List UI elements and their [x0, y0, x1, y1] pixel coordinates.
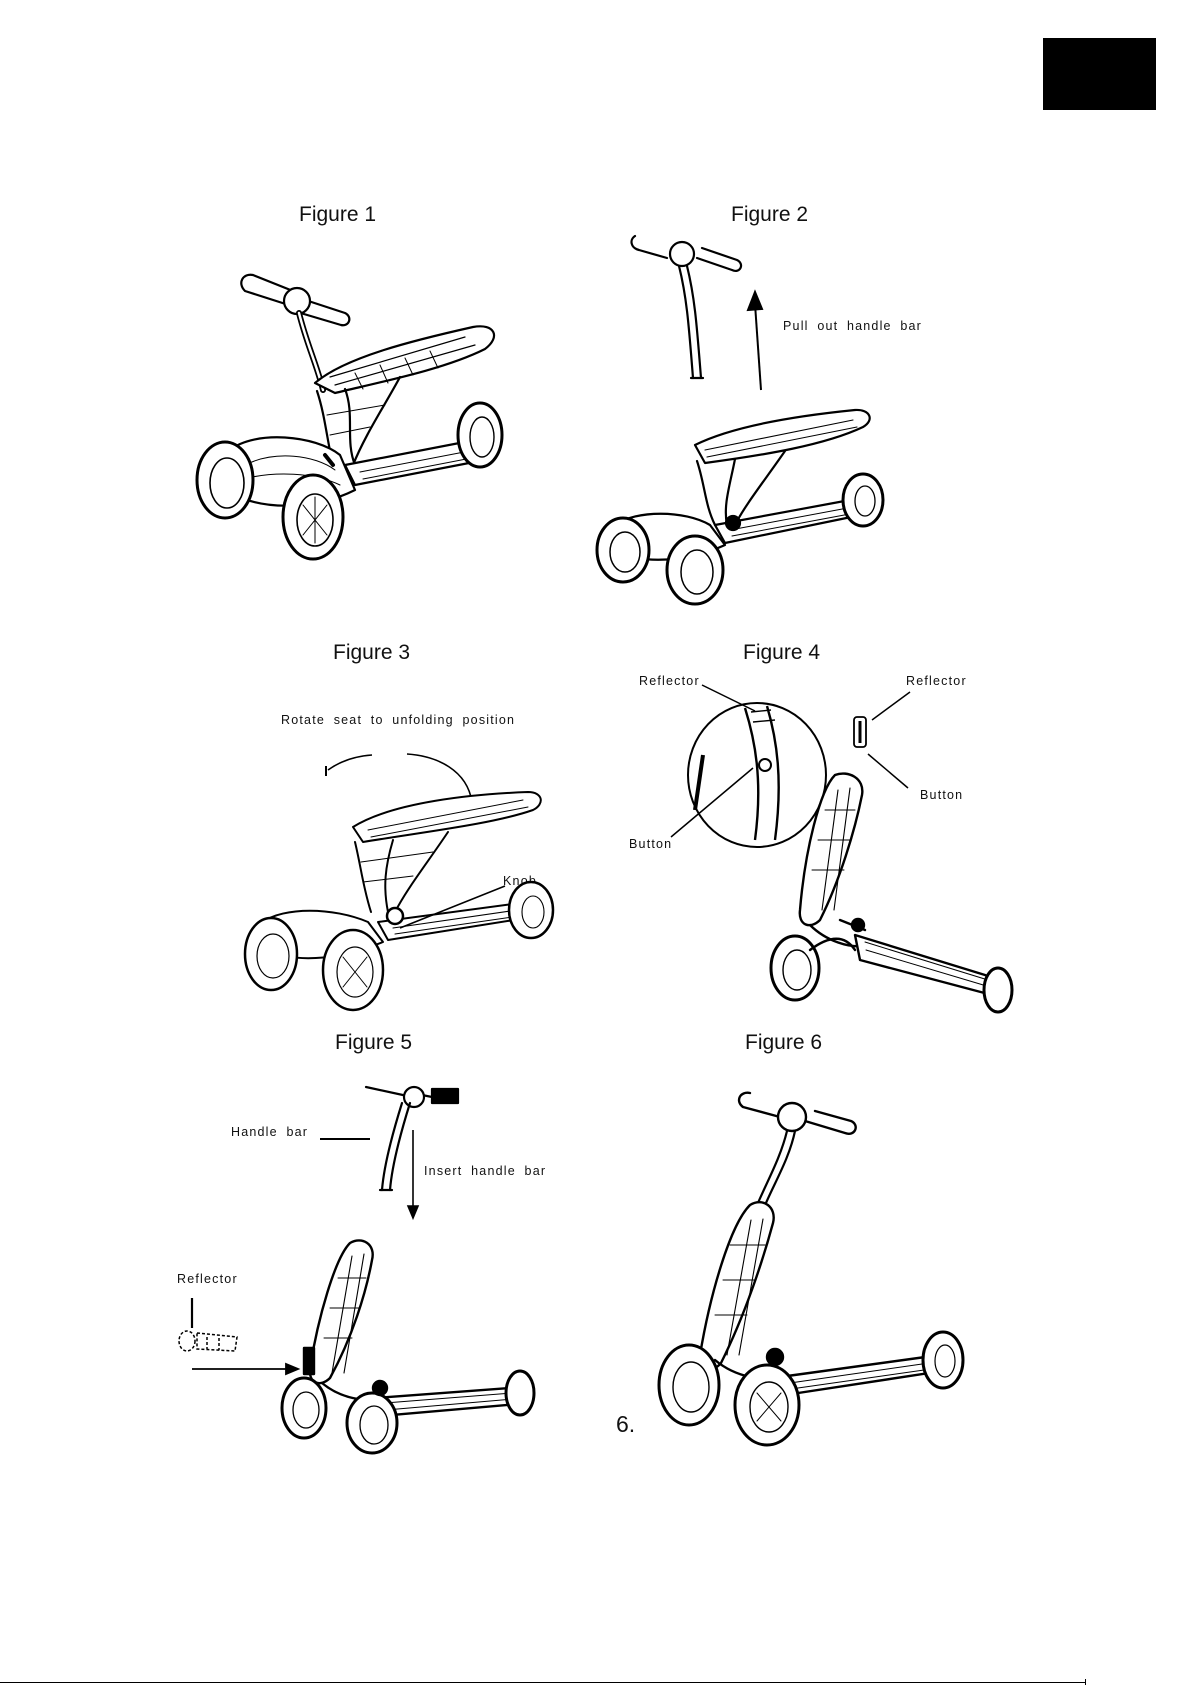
pull-out-arrow [745, 290, 775, 395]
reflector-right-label: Reflector [906, 674, 967, 688]
page-bottom-rule [0, 1682, 1085, 1683]
figure-6-scooter-illustration [655, 1085, 970, 1450]
figure-2-scooter-body [595, 405, 895, 605]
handle-bar-leader [318, 1135, 373, 1143]
reflector-left-leader [700, 683, 760, 713]
insert-arrow [405, 1128, 421, 1220]
knob-leader-line [395, 883, 510, 933]
figure-2-title: Figure 2 [731, 203, 808, 227]
section-tab-marker [1043, 38, 1156, 110]
reflector-left-label: Reflector [639, 674, 700, 688]
handle-bar-label: Handle bar [231, 1125, 308, 1139]
reflector-part-icon [850, 713, 872, 753]
figure-3-title: Figure 3 [333, 641, 410, 665]
button-left-label: Button [629, 837, 672, 851]
figure-5-title: Figure 5 [335, 1031, 412, 1055]
step-number: 6. [616, 1411, 635, 1438]
figure-5-scooter-illustration [280, 1238, 535, 1453]
rotate-seat-label: Rotate seat to unfolding position [281, 713, 515, 727]
reflector-fig5-label: Reflector [177, 1272, 238, 1286]
figure-1-title: Figure 1 [299, 203, 376, 227]
figure-2-handlebar-removed [627, 228, 752, 388]
figure-4-scooter-illustration [770, 770, 1015, 1015]
button-left-leader [668, 765, 758, 840]
page-bottom-tick [1085, 1679, 1086, 1685]
pull-out-handle-bar-label: Pull out handle bar [783, 319, 922, 333]
reflector-insert-arrow [190, 1362, 300, 1376]
figure-4-title: Figure 4 [743, 641, 820, 665]
reflector-right-leader [870, 690, 912, 722]
reflector-vertical-leader [188, 1296, 196, 1330]
reflector-part-sketch [177, 1327, 242, 1357]
figure-1-scooter-illustration [195, 265, 540, 585]
figure-6-title: Figure 6 [745, 1031, 822, 1055]
